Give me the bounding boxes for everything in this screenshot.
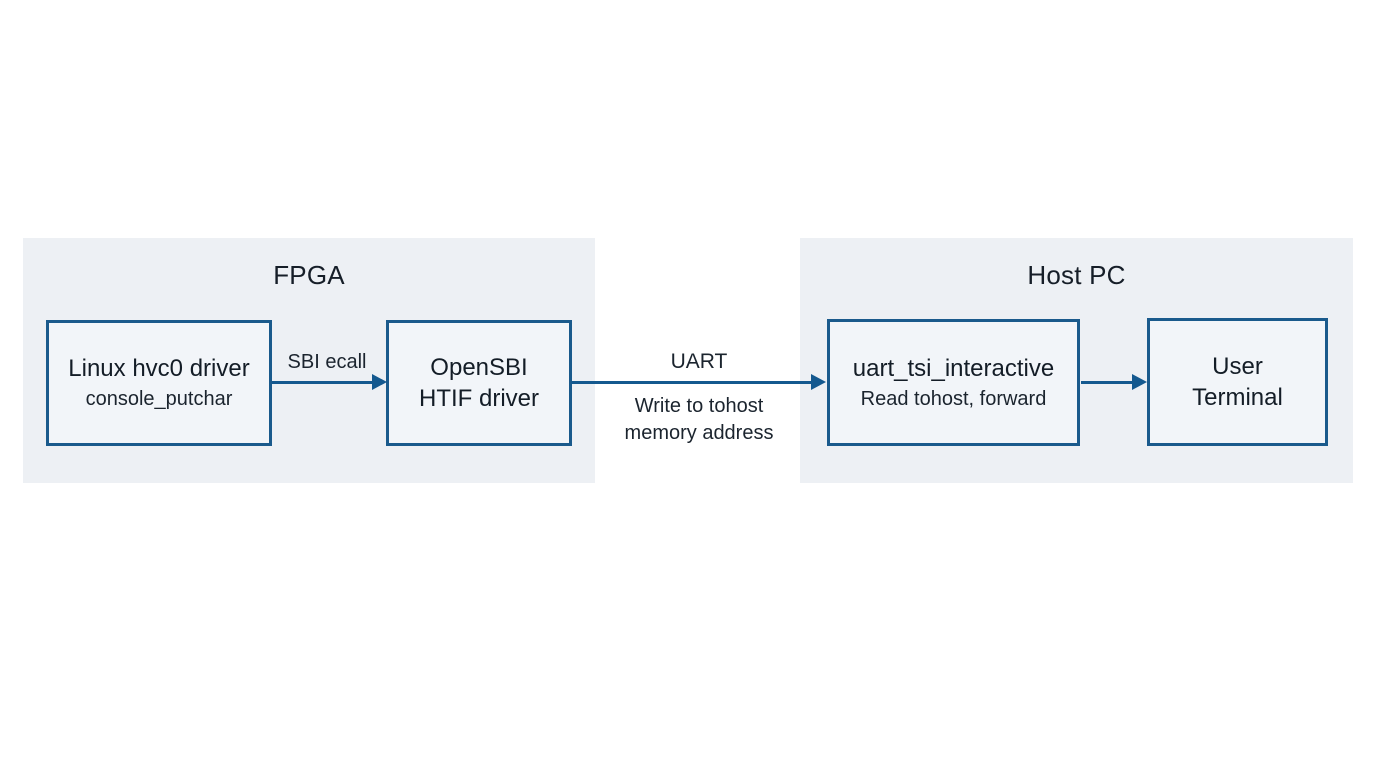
- uart-arrow-label: UART: [670, 350, 728, 373]
- host-pc-group-title: Host PC: [1027, 260, 1126, 290]
- tsi-to-terminal-arrow-line: [1081, 381, 1133, 384]
- node-uart-tsi-interactive: uart_tsi_interactive Read tohost, forwar…: [827, 319, 1080, 446]
- node-linux-hvc0-driver-subtitle: console_putchar: [85, 388, 233, 410]
- node-uart-tsi-interactive-subtitle: Read tohost, forward: [860, 387, 1047, 410]
- fpga-group-title: FPGA: [273, 260, 345, 290]
- node-opensbi-title-line1: OpenSBI: [430, 354, 528, 381]
- node-uart-tsi-interactive-title: uart_tsi_interactive: [852, 354, 1055, 382]
- node-user-terminal-title-line1: User: [1212, 353, 1263, 380]
- uart-arrowhead-icon: [811, 374, 826, 390]
- node-user-terminal: User Terminal: [1147, 318, 1328, 446]
- node-linux-hvc0-driver: Linux hvc0 driver console_putchar: [46, 320, 272, 446]
- node-opensbi-htif-driver: OpenSBI HTIF driver: [386, 320, 572, 446]
- sbi-ecall-arrowhead-icon: [372, 374, 387, 390]
- node-user-terminal-title-line2: Terminal: [1192, 384, 1283, 411]
- sbi-ecall-arrow-line: [272, 381, 373, 384]
- uart-arrow-sublabel-line2: memory address: [624, 422, 774, 444]
- uart-arrow-sublabel-line1: Write to tohost: [634, 395, 764, 417]
- tsi-to-terminal-arrowhead-icon: [1132, 374, 1147, 390]
- uart-arrow-sublabel: Write to tohost memory address: [579, 393, 819, 447]
- host-pc-group-container: Host PC uart_tsi_interactive Read tohost…: [800, 238, 1353, 483]
- node-opensbi-title-line2: HTIF driver: [419, 385, 539, 412]
- fpga-group-container: FPGA Linux hvc0 driver console_putchar O…: [23, 238, 595, 483]
- node-linux-hvc0-driver-title: Linux hvc0 driver: [68, 355, 250, 382]
- sbi-ecall-arrow-label: SBI ecall: [287, 351, 367, 373]
- uart-arrow-line: [571, 381, 812, 384]
